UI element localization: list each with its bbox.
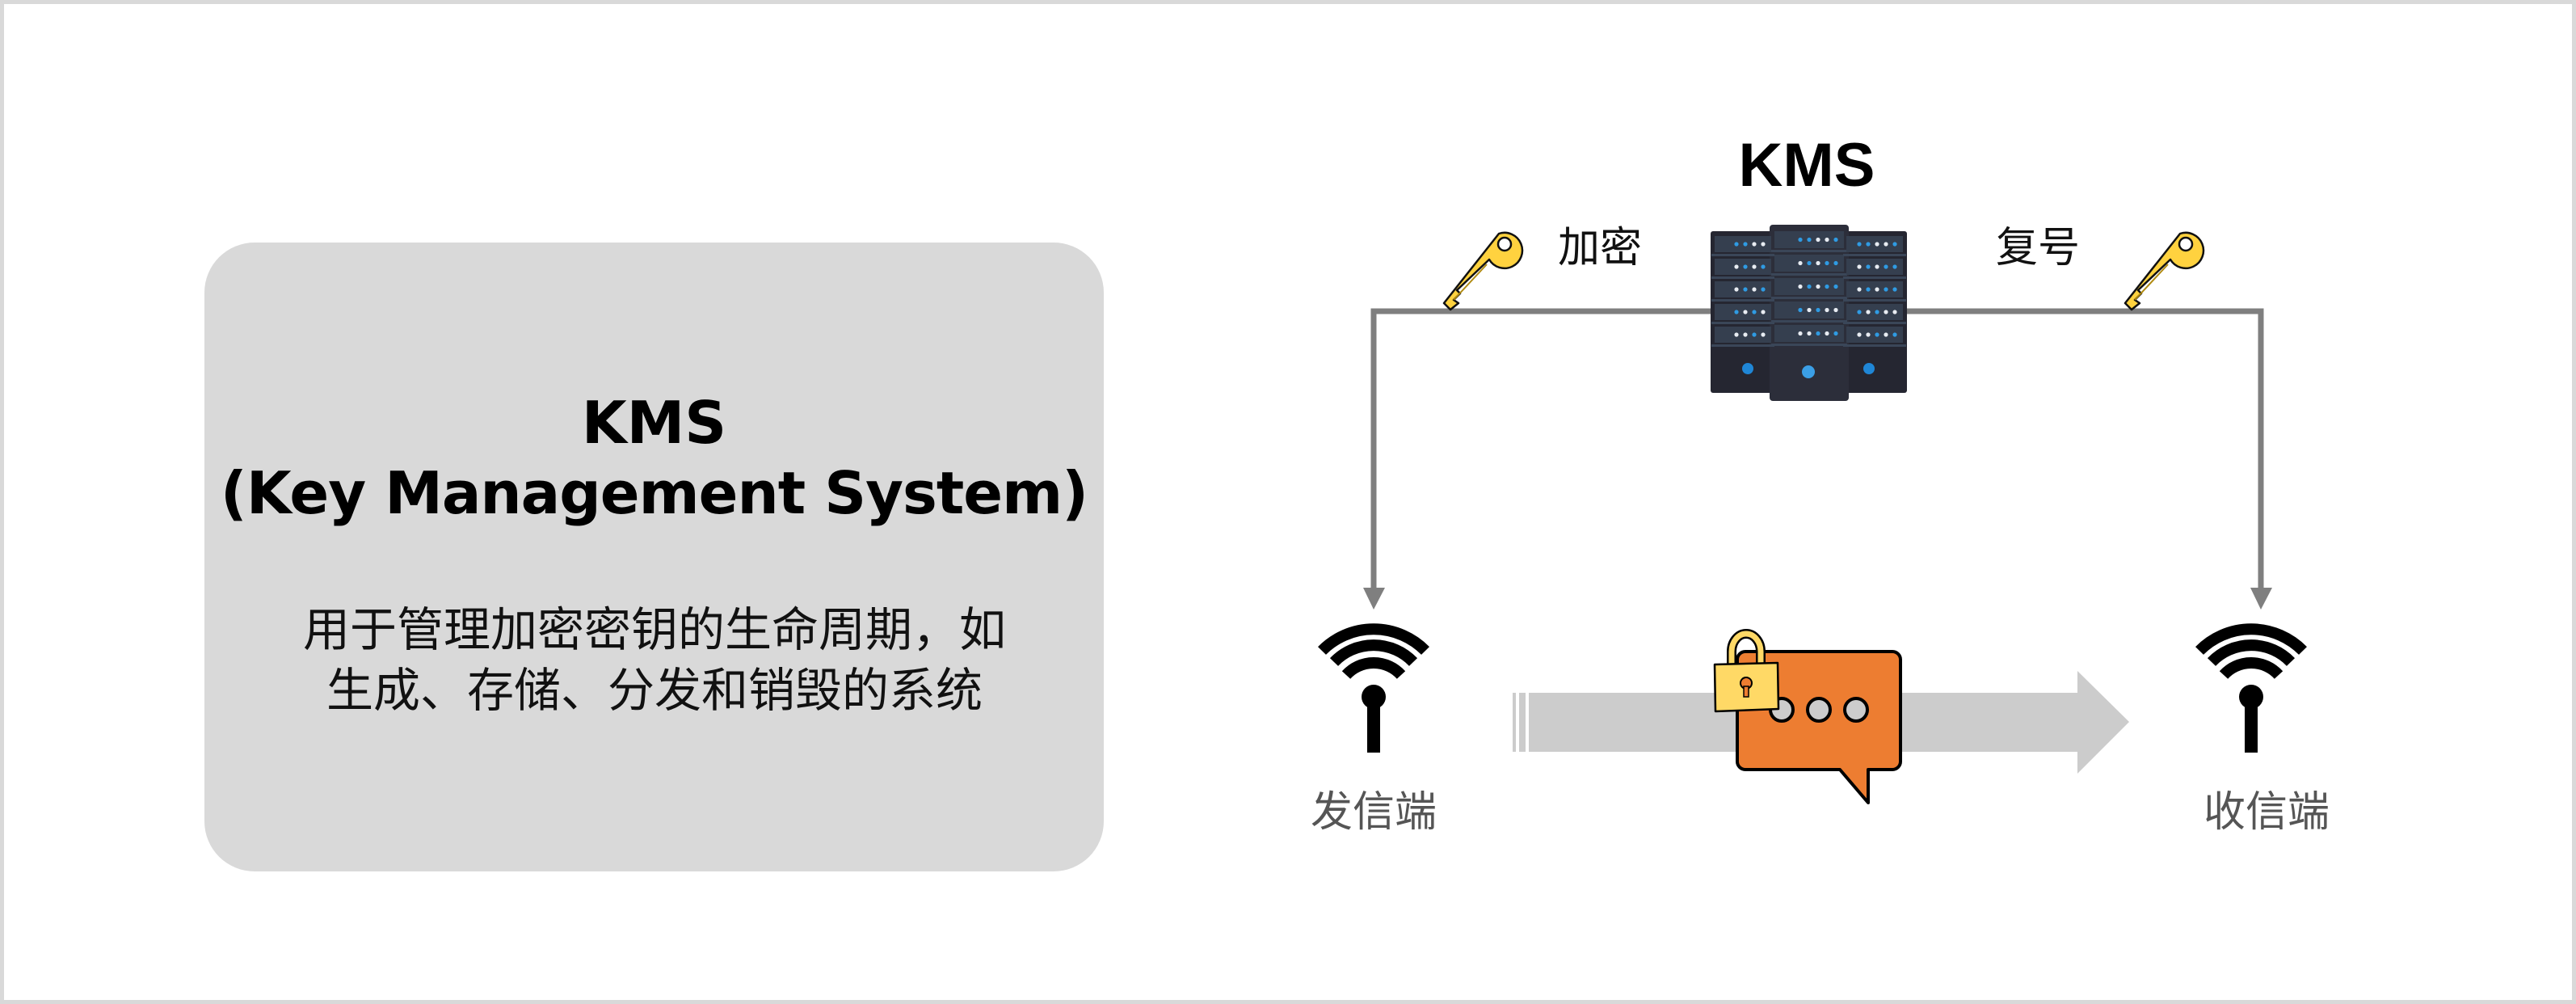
rack-led	[1743, 332, 1748, 337]
kms-definition-panel	[204, 243, 1104, 871]
rack-led	[1875, 264, 1879, 269]
padlock-icon	[1713, 629, 1780, 713]
receiver-label: 收信端	[2203, 788, 2330, 837]
rack-led	[1752, 287, 1757, 292]
rack-led	[1761, 264, 1766, 269]
kms-server-label: KMS	[1738, 131, 1875, 200]
decrypt-key-icon	[2124, 231, 2205, 311]
rack-led	[1807, 260, 1812, 266]
rack-led	[1875, 287, 1879, 292]
rack-led	[1825, 284, 1829, 289]
rack-unit	[1715, 236, 1771, 252]
rack-led	[1825, 331, 1829, 336]
rack-led	[1734, 287, 1739, 292]
rack-led	[1892, 242, 1897, 247]
rack-led	[1857, 264, 1862, 269]
rack-led	[1892, 310, 1897, 314]
rack-led	[1807, 237, 1812, 243]
rack-led	[1866, 264, 1871, 269]
rack-led	[1875, 242, 1879, 247]
rack-led	[1743, 310, 1748, 314]
rack-led	[1807, 307, 1812, 313]
rack-led	[1884, 264, 1888, 269]
rack-unit	[1715, 304, 1771, 320]
rack-unit	[1846, 281, 1903, 297]
rack-led	[1734, 332, 1739, 337]
rack-unit	[1715, 259, 1771, 275]
rack-led	[1892, 287, 1897, 292]
rack-led	[1892, 264, 1897, 269]
panel-title: KMS	[581, 389, 727, 457]
rack-led	[1825, 237, 1829, 243]
rack-led	[1875, 332, 1879, 337]
rack-led	[1761, 242, 1766, 247]
rack-led	[1752, 332, 1757, 337]
rack-led	[1833, 237, 1838, 243]
rack-led	[1875, 310, 1879, 314]
rack-led	[1884, 242, 1888, 247]
rack-led	[1798, 331, 1803, 336]
rack-led	[1866, 332, 1871, 337]
encrypt-label: 加密	[1558, 224, 1643, 272]
panel-subtitle: (Key Management System)	[220, 459, 1088, 527]
panel-description-line1: 用于管理加密密钥的生命周期，如	[302, 602, 1006, 657]
rack-led	[1743, 287, 1748, 292]
rack-unit	[1846, 236, 1903, 252]
rack-led	[1884, 332, 1888, 337]
rack-led	[1807, 284, 1812, 289]
server-rack-icon	[1711, 225, 1907, 401]
rack-led	[1857, 242, 1862, 247]
rack-led	[1866, 242, 1871, 247]
receiver-antenna-icon	[2195, 623, 2307, 753]
rack-led	[1816, 260, 1820, 266]
rack-led	[1892, 332, 1897, 337]
rack-led	[1761, 310, 1766, 314]
rack-led	[1816, 284, 1820, 289]
rack-led	[1816, 237, 1820, 243]
encrypt-key-icon	[1442, 231, 1524, 311]
rack-led	[1752, 242, 1757, 247]
rack-unit	[1846, 259, 1903, 275]
rack-led	[1743, 242, 1748, 247]
rack-led	[1743, 264, 1748, 269]
connector-to-sender	[1363, 308, 1713, 610]
rack-led	[1752, 264, 1757, 269]
panel-description-line2: 生成、存储、分发和销毁的系统	[326, 663, 983, 718]
rack-led	[1884, 287, 1888, 292]
rack-led	[1798, 307, 1803, 313]
rack-led	[1884, 310, 1888, 314]
rack-led	[1734, 242, 1739, 247]
rack-led	[1798, 237, 1803, 243]
sender-antenna-icon	[1318, 623, 1429, 753]
rack-led	[1752, 310, 1757, 314]
rack-led	[1857, 332, 1862, 337]
decrypt-label: 复号	[1996, 224, 2081, 272]
connector-to-receiver	[1903, 308, 2272, 610]
rack-led	[1833, 284, 1838, 289]
rack-led	[1816, 307, 1820, 313]
rack-led	[1734, 264, 1739, 269]
rack-led	[1825, 260, 1829, 266]
rack-unit	[1846, 304, 1903, 320]
rack-led	[1857, 310, 1862, 314]
rack-led	[1866, 287, 1871, 292]
rack-led	[1833, 307, 1838, 313]
rack-led	[1734, 310, 1739, 314]
rack-unit	[1715, 327, 1771, 343]
rack-led	[1825, 307, 1829, 313]
rack-led	[1761, 287, 1766, 292]
rack-led	[1857, 287, 1862, 292]
sender-label: 发信端	[1310, 788, 1437, 837]
rack-led	[1833, 331, 1838, 336]
rack-led	[1761, 332, 1766, 337]
rack-led	[1833, 260, 1838, 266]
rack-led	[1807, 331, 1812, 336]
rack-unit	[1715, 281, 1771, 297]
rack-unit	[1846, 327, 1903, 343]
rack-led	[1798, 284, 1803, 289]
rack-led	[1798, 260, 1803, 266]
rack-led	[1816, 331, 1820, 336]
rack-led	[1866, 310, 1871, 314]
